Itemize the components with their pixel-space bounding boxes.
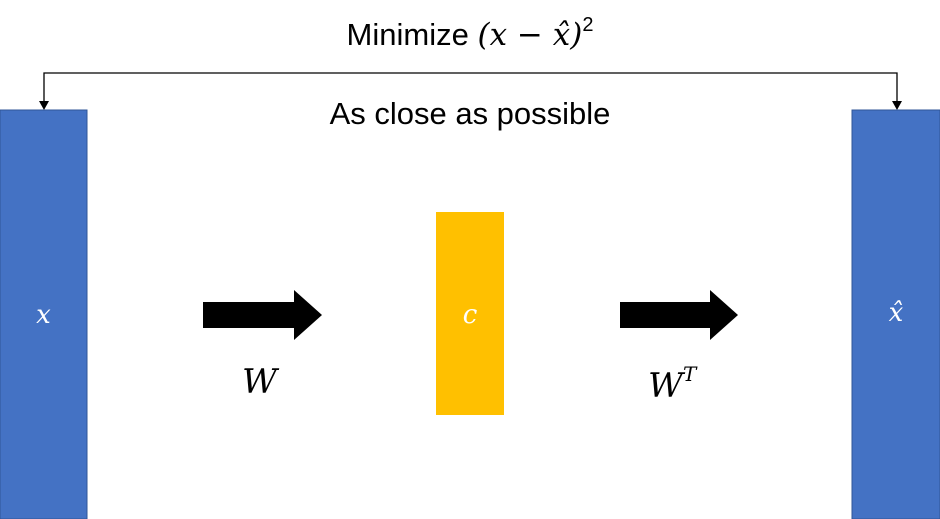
- code-box-label: c: [462, 300, 478, 330]
- objective-formula: (x − x̂): [477, 17, 583, 53]
- decoder-arrow: [620, 290, 738, 340]
- code-box: [436, 212, 504, 415]
- objective-subtitle: As close as possible: [329, 96, 611, 131]
- objective-exponent: 2: [582, 14, 594, 36]
- encoder-arrow: [203, 290, 322, 340]
- decoder-weight-transpose: T: [682, 362, 697, 386]
- encoder-weight-label: W: [242, 362, 277, 402]
- output-box-label: x̂: [888, 298, 904, 328]
- input-box: [0, 109, 88, 519]
- connector-arrowhead-left: [39, 101, 49, 110]
- decoder-weight-symbol: W: [648, 366, 683, 406]
- connector-arrowhead-right: [892, 101, 902, 110]
- output-box: [851, 109, 940, 519]
- decoder-weight-label: WT: [648, 362, 696, 406]
- encoder-weight-symbol: W: [242, 362, 277, 402]
- loss-connector-line: [43, 72, 898, 104]
- objective-label: Minimize: [346, 17, 469, 52]
- objective-title: Minimize (x − x̂)2: [0, 14, 940, 53]
- input-box-label: x: [36, 300, 51, 330]
